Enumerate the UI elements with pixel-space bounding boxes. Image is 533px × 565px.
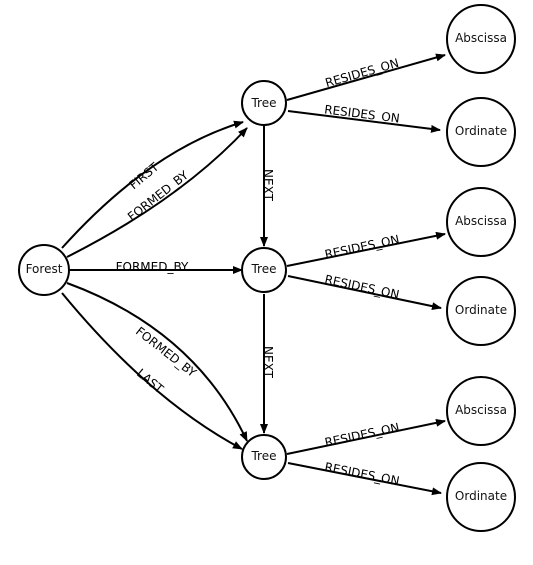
edge-line: [287, 275, 442, 311]
edge-line: [61, 120, 244, 249]
edge-label: NEXT: [261, 346, 275, 379]
edge-label: RESIDES_ON: [324, 56, 401, 90]
node-tree-2[interactable]: Tree: [241, 247, 287, 293]
edge-line: [66, 127, 248, 258]
edge-label: RESIDES_ON: [323, 102, 400, 125]
node-label: Ordinate: [455, 124, 507, 138]
edge-line: [286, 418, 446, 455]
edge-forest-first-tree1: FIRST: [61, 120, 244, 249]
edge-tree2-resides-abs2: RESIDES_ON: [286, 231, 446, 267]
edge-forest-last-tree3: LAST: [61, 292, 243, 450]
edge-label: RESIDES_ON: [323, 272, 400, 301]
node-abscissa-1[interactable]: Abscissa: [446, 4, 516, 74]
node-label: Tree: [250, 449, 276, 463]
edge-line: [61, 292, 243, 450]
edge-label: FORMED_BY: [116, 260, 189, 274]
edge-tree3-resides-abs3: RESIDES_ON: [286, 418, 446, 455]
edge-label: RESIDES_ON: [323, 460, 400, 488]
edge-tree1-resides-abs1: RESIDES_ON: [286, 53, 446, 101]
edge-tree3-resides-ord3: RESIDES_ON: [287, 460, 442, 496]
node-tree-1[interactable]: Tree: [241, 80, 287, 126]
edge-tree2-next-tree3: NEXT: [260, 294, 275, 434]
node-label: Tree: [250, 262, 276, 276]
node-ordinate-3[interactable]: Ordinate: [446, 462, 516, 532]
edge-label: RESIDES_ON: [323, 232, 400, 261]
edge-label: NEXT: [261, 169, 275, 202]
edge-forest-formedby-tree3: FORMED_BY: [66, 282, 248, 442]
node-abscissa-3[interactable]: Abscissa: [446, 376, 516, 446]
node-label: Forest: [26, 262, 63, 276]
edge-label: LAST: [134, 366, 167, 397]
edge-line: [287, 462, 442, 496]
edge-line: [287, 110, 441, 133]
node-tree-3[interactable]: Tree: [241, 434, 287, 480]
edge-line: [66, 282, 248, 442]
node-label: Abscissa: [455, 31, 507, 45]
node-forest[interactable]: Forest: [18, 244, 70, 296]
edge-tree2-resides-ord2: RESIDES_ON: [287, 272, 442, 311]
node-label: Abscissa: [455, 403, 507, 417]
edge-line: [286, 53, 446, 101]
edge-tree1-next-tree2: NEXT: [260, 126, 275, 247]
node-label: Ordinate: [455, 303, 507, 317]
edge-label: RESIDES_ON: [323, 420, 400, 449]
node-label: Abscissa: [455, 214, 507, 228]
node-label: Tree: [250, 96, 276, 110]
edge-forest-formedby-tree1: FORMED_BY: [66, 127, 248, 258]
edge-tree1-resides-ord1: RESIDES_ON: [287, 102, 441, 133]
node-label: Ordinate: [455, 489, 507, 503]
node-abscissa-2[interactable]: Abscissa: [446, 187, 516, 257]
edge-line: [286, 231, 446, 267]
node-ordinate-1[interactable]: Ordinate: [446, 97, 516, 167]
node-ordinate-2[interactable]: Ordinate: [446, 276, 516, 346]
edge-forest-formedby-tree2: FORMED_BY: [69, 260, 243, 274]
